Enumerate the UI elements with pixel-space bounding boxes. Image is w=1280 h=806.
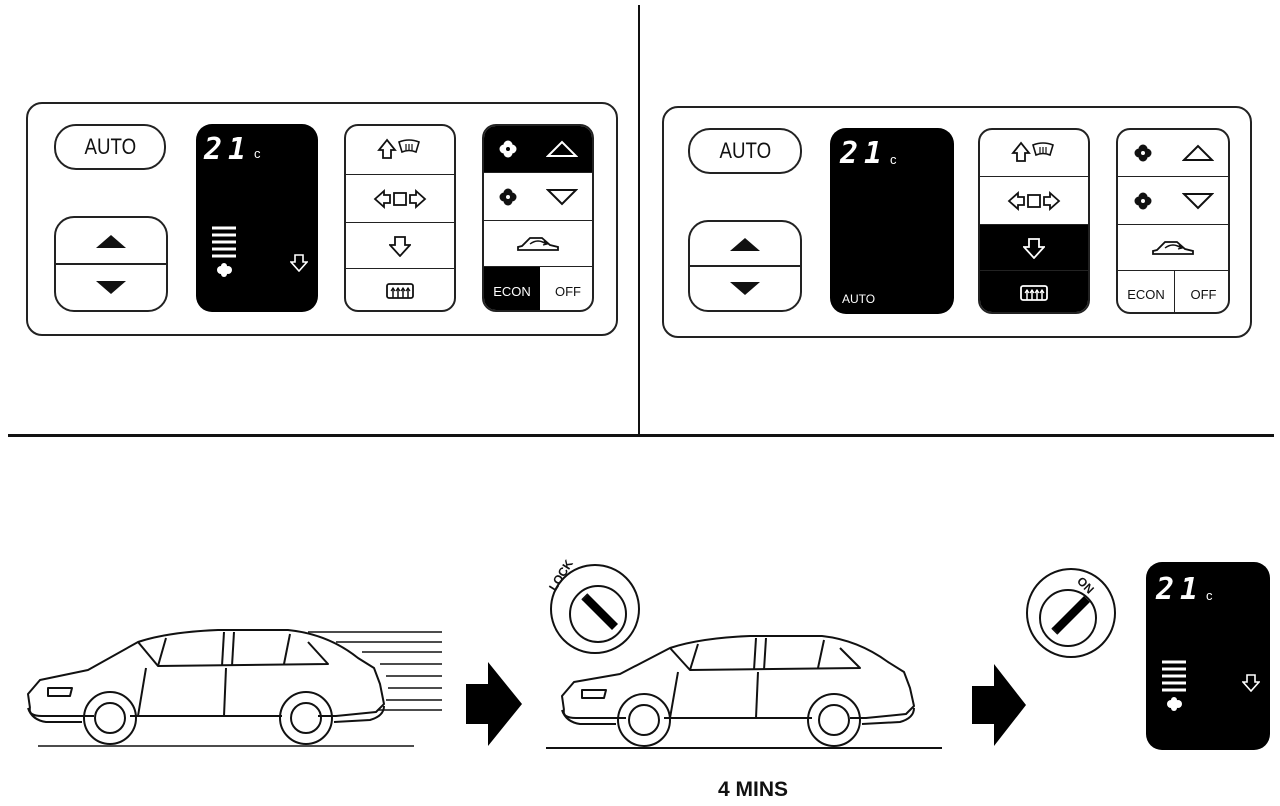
recirculation-car-icon [1152, 240, 1194, 255]
airflow-column [344, 124, 456, 312]
vertical-divider [638, 5, 640, 437]
temp-down-button[interactable] [56, 263, 166, 310]
fan-up-button[interactable] [484, 126, 592, 172]
fan-up-button[interactable] [1118, 130, 1228, 176]
auto-button[interactable]: AUTO [688, 128, 802, 174]
windscreen-up-icon [377, 138, 420, 159]
ignition-key-lock-icon [550, 564, 640, 654]
temperature-digits: 21 [1156, 572, 1205, 607]
airflow-down-icon [1242, 674, 1260, 692]
ignition-key-on-icon [1026, 568, 1116, 658]
duration-label: 4 MINS [718, 778, 789, 801]
windscreen-up-icon [1011, 141, 1054, 162]
recirculation-button[interactable] [484, 220, 592, 266]
defrost-windscreen-button[interactable] [346, 126, 454, 174]
temperature-display: 21 c AUTO [830, 128, 954, 314]
temperature-display: 21 c [196, 124, 318, 312]
rear-window-heater-icon [1020, 284, 1048, 301]
airflow-face-button[interactable] [980, 176, 1088, 224]
car-driving-illustration [27, 629, 442, 747]
fan-icon [499, 188, 517, 205]
car-parked-illustration [546, 635, 942, 749]
temp-down-button[interactable] [690, 265, 800, 310]
recirculation-car-icon [517, 236, 559, 251]
temperature-digits: 21 [204, 132, 253, 167]
off-button[interactable]: OFF [555, 283, 581, 299]
temp-up-button[interactable] [56, 218, 166, 265]
auto-button[interactable]: AUTO [54, 124, 166, 170]
airflow-down-icon [1023, 237, 1045, 259]
temperature-arrows [54, 216, 168, 312]
econ-button[interactable]: ECON [484, 267, 540, 310]
fan-down-button[interactable] [484, 172, 592, 220]
temperature-digits: 21 [840, 136, 889, 171]
fan-icon [499, 140, 517, 158]
fan-level-bars-icon [212, 226, 236, 277]
rear-window-heater-icon [386, 282, 414, 299]
airflow-down-icon [389, 235, 411, 257]
airflow-face-button[interactable] [346, 174, 454, 222]
climate-panel-left: AUTO 21 c [26, 102, 618, 336]
temperature-arrows [688, 220, 802, 312]
arrow-right-icon [972, 664, 1026, 746]
fan-column: ECON OFF [482, 124, 594, 312]
triangle-down-icon [730, 281, 760, 295]
arrow-right-icon [466, 662, 522, 746]
auto-mode-indicator: AUTO [842, 292, 876, 306]
fan-level-bars-icon [1162, 660, 1186, 711]
temperature-unit: c [890, 152, 897, 167]
fan-icon [1134, 144, 1151, 162]
airflow-floor-button[interactable] [346, 222, 454, 268]
fan-column: ECON OFF [1116, 128, 1230, 314]
triangle-up-outline-icon [1181, 144, 1214, 161]
temperature-display-bottom: 21 c [1146, 562, 1270, 750]
triangle-up-outline-icon [546, 140, 578, 157]
climate-panel-right: AUTO 21 c AUTO [662, 106, 1252, 338]
triangle-down-icon [96, 280, 126, 294]
rear-defrost-button[interactable] [346, 268, 454, 310]
fan-down-button[interactable] [1118, 176, 1228, 224]
recirculation-button[interactable] [1118, 224, 1228, 270]
triangle-down-outline-icon [1181, 192, 1214, 209]
rear-defrost-button[interactable] [980, 270, 1088, 312]
airflow-column [978, 128, 1090, 314]
airflow-sides-icon [373, 188, 427, 209]
triangle-up-icon [730, 237, 760, 251]
airflow-sides-icon [1007, 190, 1061, 211]
temperature-unit: c [1206, 588, 1213, 603]
defrost-windscreen-button[interactable] [980, 130, 1088, 176]
triangle-down-outline-icon [546, 188, 578, 205]
horizontal-divider [8, 434, 1274, 437]
triangle-up-icon [96, 234, 126, 248]
temp-up-button[interactable] [690, 222, 800, 267]
airflow-floor-button[interactable] [980, 224, 1088, 270]
off-button[interactable]: OFF [1190, 286, 1217, 302]
fan-icon [1134, 192, 1151, 209]
airflow-down-icon [290, 254, 308, 272]
temperature-unit: c [254, 146, 261, 161]
econ-button[interactable]: ECON [1118, 271, 1175, 312]
